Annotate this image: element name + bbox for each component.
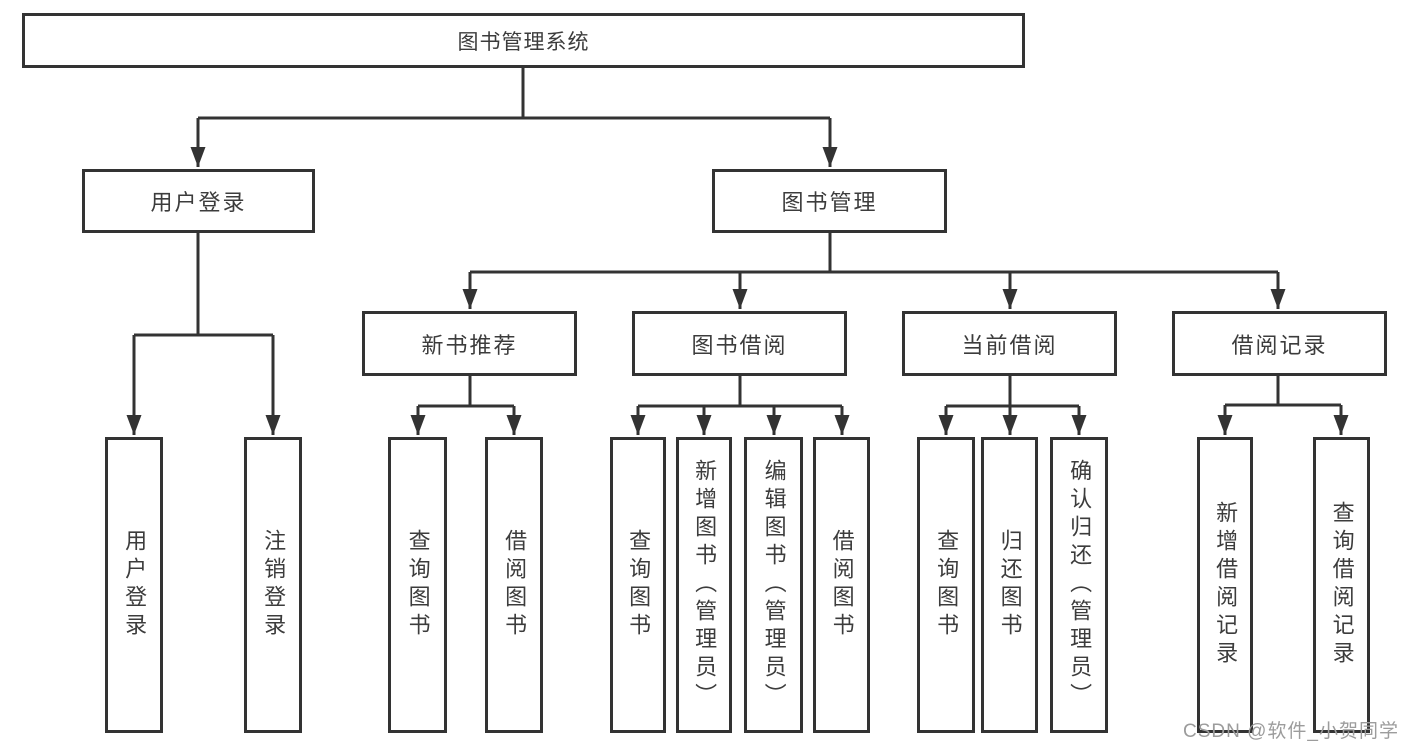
connector-book-borrowing-children [630, 376, 850, 435]
node-new-book-recommend-label: 新书推荐 [421, 332, 518, 358]
leaf-logout-label: 注销登录 [261, 529, 287, 641]
node-book-management-label: 图书管理 [781, 190, 878, 215]
leaf-current-confirm-return-admin: 确认归还（管理员） [1050, 437, 1108, 733]
node-root-label: 图书管理系统 [457, 30, 590, 54]
leaf-user-login: 用户登录 [105, 437, 163, 733]
leaf-recommend-query-books: 查询图书 [388, 437, 447, 733]
leaf-current-query-books-label: 查询图书 [934, 529, 960, 641]
connector-borrowing-records-children [1217, 376, 1349, 435]
leaf-borrowing-query-books: 查询图书 [610, 437, 666, 733]
node-book-borrowing-label: 图书借阅 [691, 332, 788, 358]
node-book-management: 图书管理 [712, 169, 947, 233]
leaf-borrowing-edit-books-admin-label: 编辑图书（管理员） [761, 459, 787, 711]
leaf-records-add-record: 新增借阅记录 [1197, 437, 1253, 733]
connector-current-borrowing-children [938, 376, 1087, 435]
node-user-login-label: 用户登录 [150, 190, 247, 215]
leaf-recommend-borrow-books-label: 借阅图书 [502, 529, 528, 641]
leaf-recommend-borrow-books: 借阅图书 [485, 437, 543, 733]
leaf-recommend-query-books-label: 查询图书 [405, 529, 431, 641]
connector-root-to-level2 [190, 68, 838, 167]
leaf-records-add-record-label: 新增借阅记录 [1213, 501, 1239, 669]
node-borrowing-records: 借阅记录 [1172, 311, 1387, 376]
connector-book-management-children [462, 233, 1286, 309]
node-borrowing-records-label: 借阅记录 [1231, 332, 1328, 358]
leaf-current-confirm-return-admin-label: 确认归还（管理员） [1067, 459, 1093, 711]
node-root-library-system: 图书管理系统 [22, 13, 1025, 68]
leaf-current-query-books: 查询图书 [917, 437, 975, 733]
node-user-login: 用户登录 [82, 169, 315, 233]
leaf-current-return-books-label: 归还图书 [997, 529, 1023, 641]
leaf-logout: 注销登录 [244, 437, 302, 733]
connector-new-book-recommend-children [410, 376, 522, 435]
leaf-borrowing-query-books-label: 查询图书 [626, 529, 652, 641]
connector-user-login-children [126, 233, 281, 435]
leaf-borrowing-borrow-books-label: 借阅图书 [829, 529, 855, 641]
node-new-book-recommend: 新书推荐 [362, 311, 577, 376]
node-current-borrowing-label: 当前借阅 [961, 332, 1058, 358]
leaf-current-return-books: 归还图书 [981, 437, 1038, 733]
leaf-records-query-record-label: 查询借阅记录 [1329, 501, 1355, 669]
leaf-borrowing-add-books-admin-label: 新增图书（管理员） [692, 459, 718, 711]
leaf-borrowing-add-books-admin: 新增图书（管理员） [676, 437, 732, 733]
leaf-borrowing-borrow-books: 借阅图书 [813, 437, 870, 733]
leaf-records-query-record: 查询借阅记录 [1313, 437, 1370, 733]
node-current-borrowing: 当前借阅 [902, 311, 1117, 376]
leaf-user-login-label: 用户登录 [122, 529, 148, 641]
csdn-watermark: CSDN @软件_小贺同学 [1183, 721, 1399, 742]
leaf-borrowing-edit-books-admin: 编辑图书（管理员） [744, 437, 803, 733]
node-book-borrowing: 图书借阅 [632, 311, 847, 376]
